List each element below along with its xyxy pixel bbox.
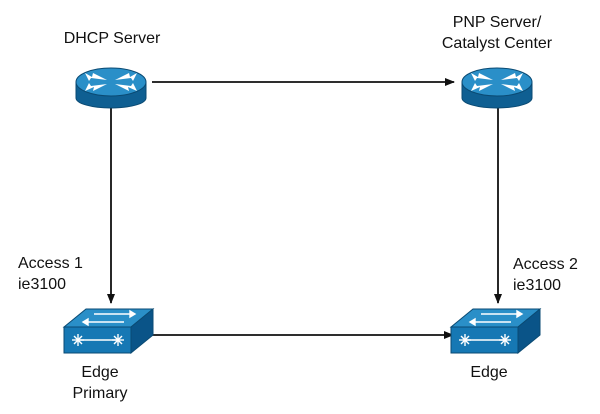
access1-caption-line1: Edge: [81, 364, 118, 381]
access1-label-line1: Access 1: [18, 255, 83, 272]
access2-label-line2: ie3100: [513, 277, 561, 294]
access1-label-line2: ie3100: [18, 276, 66, 293]
connections: [107, 78, 502, 339]
pnp-server-router-icon: [461, 67, 533, 109]
dhcp-server-router-icon: [75, 67, 147, 109]
access2-caption: Edge: [470, 364, 507, 381]
access1-caption-line2: Primary: [72, 385, 127, 402]
access1-switch-icon: [62, 307, 155, 355]
access2-switch-icon: [449, 307, 542, 355]
pnp-server-label-line2: Catalyst Center: [442, 35, 553, 52]
access2-label-line1: Access 2: [513, 256, 578, 273]
dhcp-server-label: DHCP Server: [64, 30, 161, 47]
pnp-server-label-line1: PNP Server/: [453, 14, 542, 31]
